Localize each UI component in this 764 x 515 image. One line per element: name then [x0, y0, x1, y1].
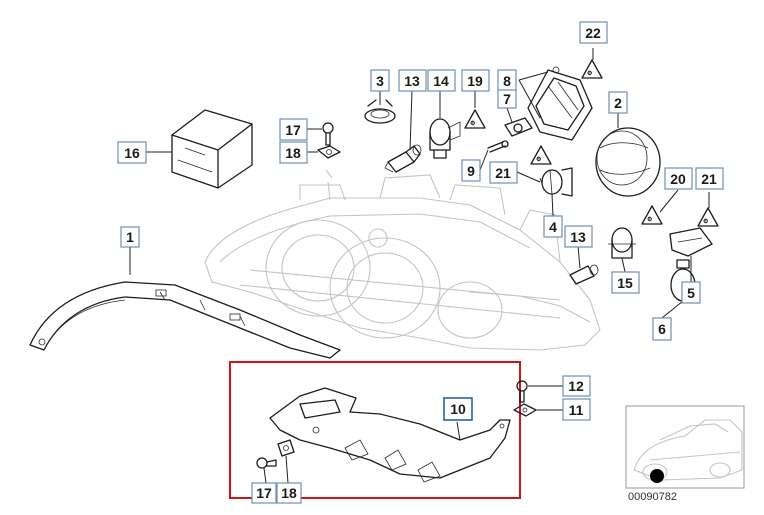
highlight-frame [229, 361, 521, 499]
svg-text:3: 3 [376, 73, 384, 89]
svg-text:18: 18 [281, 485, 297, 501]
svg-text:⚙: ⚙ [703, 218, 708, 225]
diagram-number: 00090782 [628, 491, 677, 503]
part-7-socket [504, 117, 533, 137]
svg-text:11: 11 [569, 402, 584, 418]
svg-text:19: 19 [467, 73, 483, 89]
svg-text:5: 5 [687, 285, 695, 301]
svg-text:13: 13 [404, 73, 420, 89]
label-1: 1 [120, 226, 140, 248]
headlight-housing [204, 169, 601, 351]
label-11: 11 [562, 398, 591, 421]
location-marker-icon [650, 469, 664, 483]
svg-text:4: 4 [549, 219, 557, 235]
label-3: 3 [370, 69, 390, 92]
part-14-bulb [429, 118, 461, 159]
label-21-b: 21 [695, 167, 724, 190]
label-4: 4 [543, 215, 563, 238]
warning-triangle-icon-20: ⚙ [641, 205, 663, 225]
part-2-cover-cap [595, 127, 661, 197]
svg-text:2: 2 [614, 95, 622, 111]
part-5-socket [669, 227, 713, 257]
part-9-screw [487, 140, 509, 153]
svg-text:6: 6 [658, 321, 666, 337]
label-10: 10 [443, 397, 473, 421]
svg-text:21: 21 [495, 165, 511, 181]
part-11-clip-nut [513, 403, 537, 417]
part-10-bracket [269, 387, 511, 483]
label-17-bottom: 17 [251, 482, 277, 504]
part-4-bulb-holder [539, 167, 573, 197]
svg-text:⚙: ⚙ [536, 156, 541, 163]
part-15-bulb [608, 227, 636, 259]
leader-lines [129, 48, 710, 484]
svg-text:⚙: ⚙ [647, 216, 652, 223]
label-7: 7 [497, 89, 517, 109]
label-13-right: 13 [564, 225, 593, 248]
part-8-module [527, 66, 593, 141]
part-13-bulb-top [384, 144, 422, 173]
part-3-clip [364, 99, 396, 124]
label-6: 6 [652, 317, 672, 341]
svg-text:7: 7 [503, 91, 511, 107]
svg-text:10: 10 [450, 401, 466, 417]
svg-text:14: 14 [433, 73, 449, 89]
label-13-top: 13 [398, 69, 427, 92]
part-17-18-screw-nut-bottom [256, 439, 295, 469]
svg-text:15: 15 [617, 275, 633, 291]
svg-text:13: 13 [570, 229, 586, 245]
car-inset-thumbnail [625, 405, 745, 489]
part-1-trim-strip [29, 281, 341, 359]
svg-text:9: 9 [467, 163, 475, 179]
label-17-top: 17 [279, 118, 308, 141]
label-21-a: 21 [489, 161, 518, 184]
label-8: 8 [497, 69, 517, 92]
svg-text:17: 17 [285, 122, 301, 138]
svg-text:16: 16 [124, 145, 140, 161]
label-22: 22 [579, 21, 608, 44]
label-19: 19 [461, 69, 490, 92]
svg-text:22: 22 [585, 25, 601, 41]
label-15: 15 [611, 271, 640, 294]
label-12: 12 [562, 375, 591, 397]
svg-text:8: 8 [503, 73, 511, 89]
svg-text:12: 12 [568, 378, 584, 394]
part-17-18-screw-nut-top [317, 122, 341, 159]
warning-triangle-icon-19: ⚙ [464, 109, 486, 129]
part-16-box [171, 109, 253, 189]
label-2: 2 [608, 91, 628, 114]
label-18-bottom: 18 [276, 482, 302, 504]
part-13-bulb-right [569, 264, 599, 285]
svg-text:20: 20 [670, 171, 686, 187]
svg-text:⚙: ⚙ [587, 70, 592, 77]
svg-text:21: 21 [701, 171, 717, 187]
svg-text:1: 1 [126, 229, 134, 245]
warning-triangle-icon-22: ⚙ [581, 59, 603, 79]
warning-triangle-icon-21a: ⚙ [530, 145, 552, 165]
label-9: 9 [461, 159, 481, 182]
label-14: 14 [427, 69, 456, 92]
label-5: 5 [681, 281, 701, 304]
label-18-top: 18 [279, 141, 308, 164]
part-12-screw [516, 380, 528, 403]
svg-text:18: 18 [285, 145, 301, 161]
label-16: 16 [117, 141, 147, 164]
svg-text:⚙: ⚙ [470, 120, 475, 127]
label-20: 20 [664, 167, 693, 190]
svg-text:17: 17 [256, 485, 272, 501]
warning-triangle-icon-21b: ⚙ [697, 207, 719, 227]
